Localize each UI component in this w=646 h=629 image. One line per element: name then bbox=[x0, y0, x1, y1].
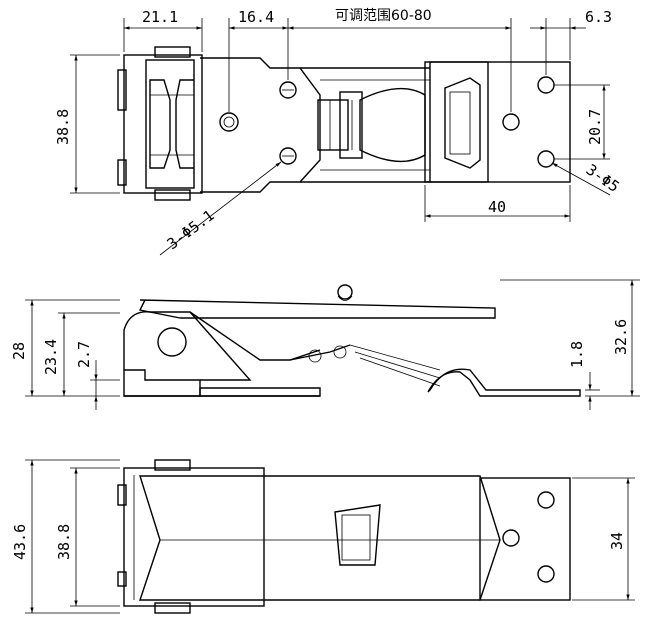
dim-6-3: 6.3 bbox=[585, 8, 612, 26]
bottom-view: 43.6 38.8 34 bbox=[11, 459, 635, 614]
dim-20-7: 20.7 bbox=[586, 109, 604, 145]
dim-32-6: 32.6 bbox=[612, 319, 630, 355]
dim-2-7: 2.7 bbox=[75, 341, 93, 368]
dim-23-4: 23.4 bbox=[42, 339, 60, 375]
dim-28: 28 bbox=[10, 342, 28, 360]
dim-adjust-range: 可调范围60-80 bbox=[335, 7, 432, 24]
top-view: 21.1 16.4 可调范围60-80 6.3 38.8 20.7 40 3-Φ… bbox=[54, 7, 623, 256]
dim-38-8-bottom: 38.8 bbox=[55, 524, 73, 560]
dim-40: 40 bbox=[488, 198, 506, 216]
dim-43-6: 43.6 bbox=[11, 524, 29, 560]
dim-16-4: 16.4 bbox=[238, 8, 274, 26]
hole-note-left: 3-Φ5.1 bbox=[164, 206, 218, 253]
dim-21-1: 21.1 bbox=[142, 8, 178, 26]
side-view: 28 23.4 2.7 1.8 32.6 bbox=[10, 279, 640, 410]
dim-1-8: 1.8 bbox=[568, 341, 586, 368]
dim-34: 34 bbox=[608, 532, 626, 550]
dim-38-8-top: 38.8 bbox=[54, 109, 72, 145]
